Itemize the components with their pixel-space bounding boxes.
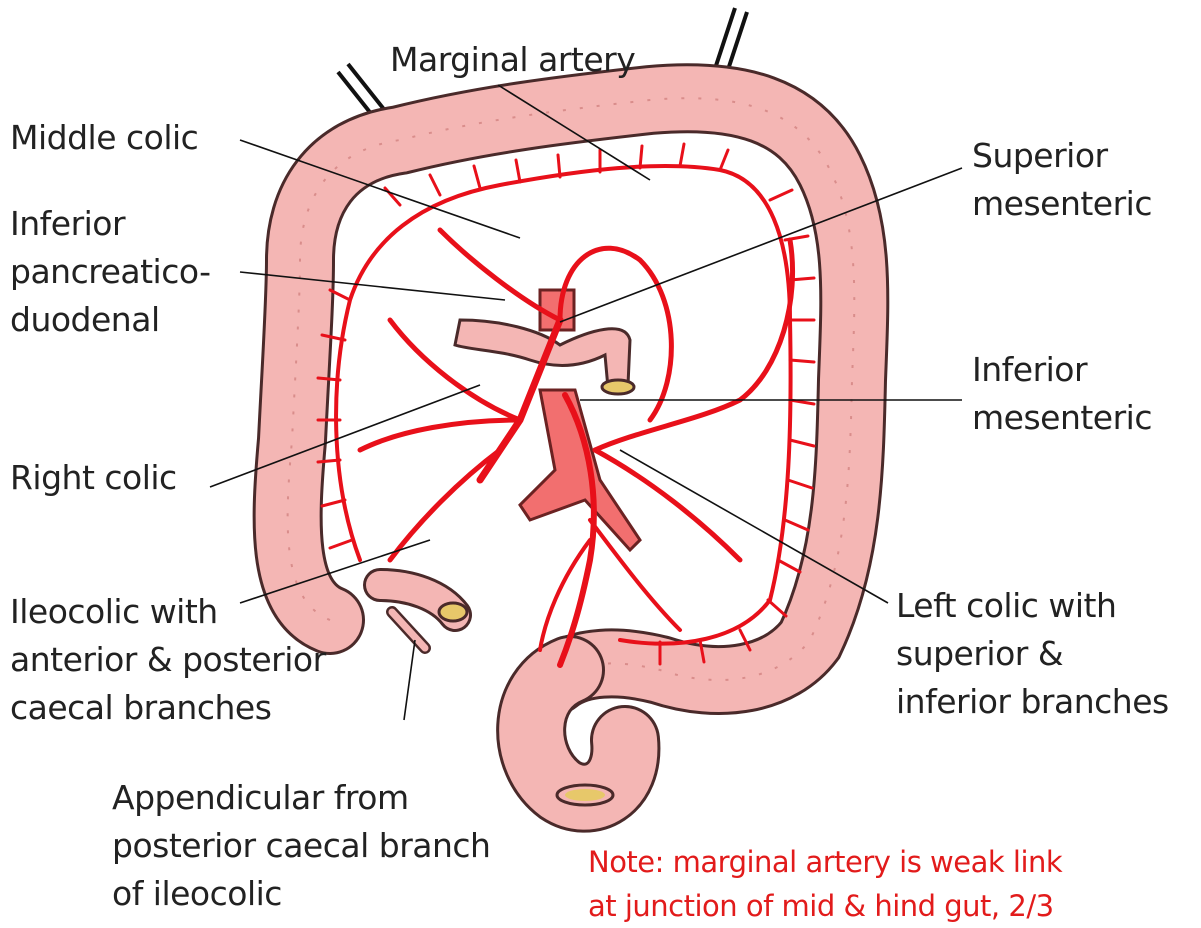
label-appendicular-line2: posterior caecal branch (112, 822, 490, 870)
leader-right-colic (210, 385, 480, 487)
label-superior-mesenteric: Superior mesenteric (972, 132, 1152, 228)
label-inferior-pancreaticoduodenal: Inferior pancreatico- duodenal (10, 200, 211, 344)
label-right-colic-text: Right colic (10, 454, 177, 502)
label-inferior-pd-line2: pancreatico- (10, 248, 211, 296)
label-inferior-mesenteric-line2: mesenteric (972, 394, 1152, 442)
label-left-colic-line2: superior & (896, 630, 1169, 678)
leader-appendicular (404, 640, 415, 720)
label-appendicular-line1: Appendicular from (112, 774, 490, 822)
label-left-colic: Left colic with superior & inferior bran… (896, 582, 1169, 726)
leader-superior-mesenteric (560, 168, 962, 322)
label-middle-colic-text: Middle colic (10, 114, 198, 162)
label-left-colic-line3: inferior branches (896, 678, 1169, 726)
label-right-colic: Right colic (10, 454, 177, 502)
label-left-colic-line1: Left colic with (896, 582, 1169, 630)
label-inferior-pd-line1: Inferior (10, 200, 211, 248)
note-line2: at junction of mid & hind gut, 2/3 (588, 884, 1062, 928)
note-line1: Note: marginal artery is weak link (588, 840, 1062, 884)
note-marginal-artery: Note: marginal artery is weak link at ju… (588, 840, 1062, 928)
label-ileocolic-line2: anterior & posterior (10, 636, 326, 684)
label-marginal-artery-text: Marginal artery (390, 36, 635, 84)
label-appendicular-line3: of ileocolic (112, 870, 490, 918)
label-inferior-pd-line3: duodenal (10, 296, 211, 344)
label-appendicular: Appendicular from posterior caecal branc… (112, 774, 490, 918)
label-middle-colic: Middle colic (10, 114, 198, 162)
label-inferior-mesenteric: Inferior mesenteric (972, 346, 1152, 442)
label-superior-mesenteric-line2: mesenteric (972, 180, 1152, 228)
label-ileocolic: Ileocolic with anterior & posterior caec… (10, 588, 326, 732)
label-superior-mesenteric-line1: Superior (972, 132, 1152, 180)
label-inferior-mesenteric-line1: Inferior (972, 346, 1152, 394)
label-ileocolic-line1: Ileocolic with (10, 588, 326, 636)
label-ileocolic-line3: caecal branches (10, 684, 326, 732)
label-marginal-artery: Marginal artery (390, 36, 635, 84)
